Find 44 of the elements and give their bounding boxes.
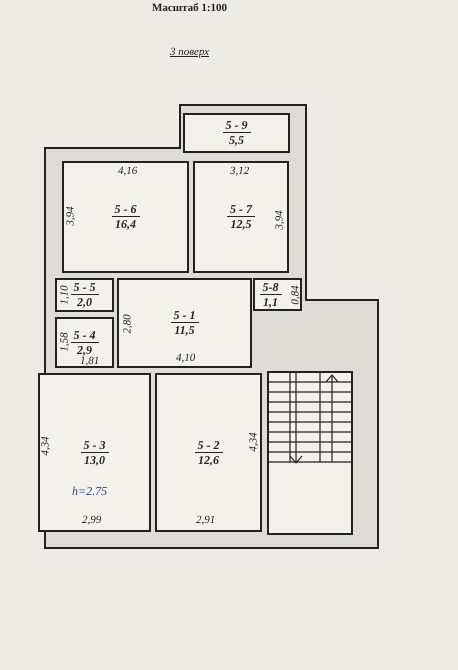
room: [62, 161, 189, 273]
room-number: 5 - 5: [70, 281, 98, 295]
dimension-text: 4,10: [176, 352, 196, 364]
dimension-text: 0,84: [290, 285, 302, 305]
dimension-text: 1,10: [58, 285, 71, 305]
room-area: 13,0: [84, 452, 105, 466]
scale-note: Масштаб 1:100: [152, 2, 228, 14]
room-number: 5 - 9: [222, 119, 250, 133]
room-area: 2,0: [77, 295, 92, 309]
dimension-text: 2,80: [122, 314, 134, 334]
floor-title: 3 поверх: [170, 46, 210, 58]
room-number: 5 - 2: [194, 438, 222, 452]
room-number: 5 - 4: [70, 328, 98, 342]
dimension-text: 2,91: [196, 514, 216, 526]
dimension-text: 3,94: [274, 210, 286, 230]
room-number: 5 - 1: [170, 309, 198, 323]
room: [55, 278, 114, 312]
dimension-text: 3,94: [64, 206, 77, 226]
room-area: 5,5: [229, 133, 244, 147]
ceiling-height-note: h=2.75: [72, 485, 108, 497]
room: [38, 373, 151, 532]
room: [193, 161, 289, 273]
room-area: 1,1: [263, 294, 278, 308]
room: [55, 317, 114, 368]
room: [183, 113, 290, 153]
dimension-text: 3,12: [230, 165, 250, 177]
room-area: 12,5: [230, 217, 252, 231]
room: [155, 373, 262, 532]
room-number: 5 - 3: [80, 438, 108, 452]
room-area: 12,6: [198, 452, 219, 466]
dimension-text: 4,34: [40, 436, 52, 456]
room-number: 5 - 6: [112, 203, 140, 217]
room: [253, 278, 302, 311]
dimension-text: 1,58: [58, 332, 71, 352]
room-number: 5-8: [260, 280, 282, 294]
dimension-text: 1,81: [80, 355, 100, 367]
room-area: 16,4: [115, 217, 136, 231]
dimension-text: 4,16: [118, 165, 138, 177]
room-number: 5 - 7: [227, 203, 255, 217]
dimension-text: 4,34: [248, 432, 260, 452]
room-area: 11,5: [174, 323, 195, 337]
dimension-text: 2,99: [82, 514, 102, 526]
room: [117, 278, 252, 368]
room-area: 2,9: [77, 342, 92, 356]
